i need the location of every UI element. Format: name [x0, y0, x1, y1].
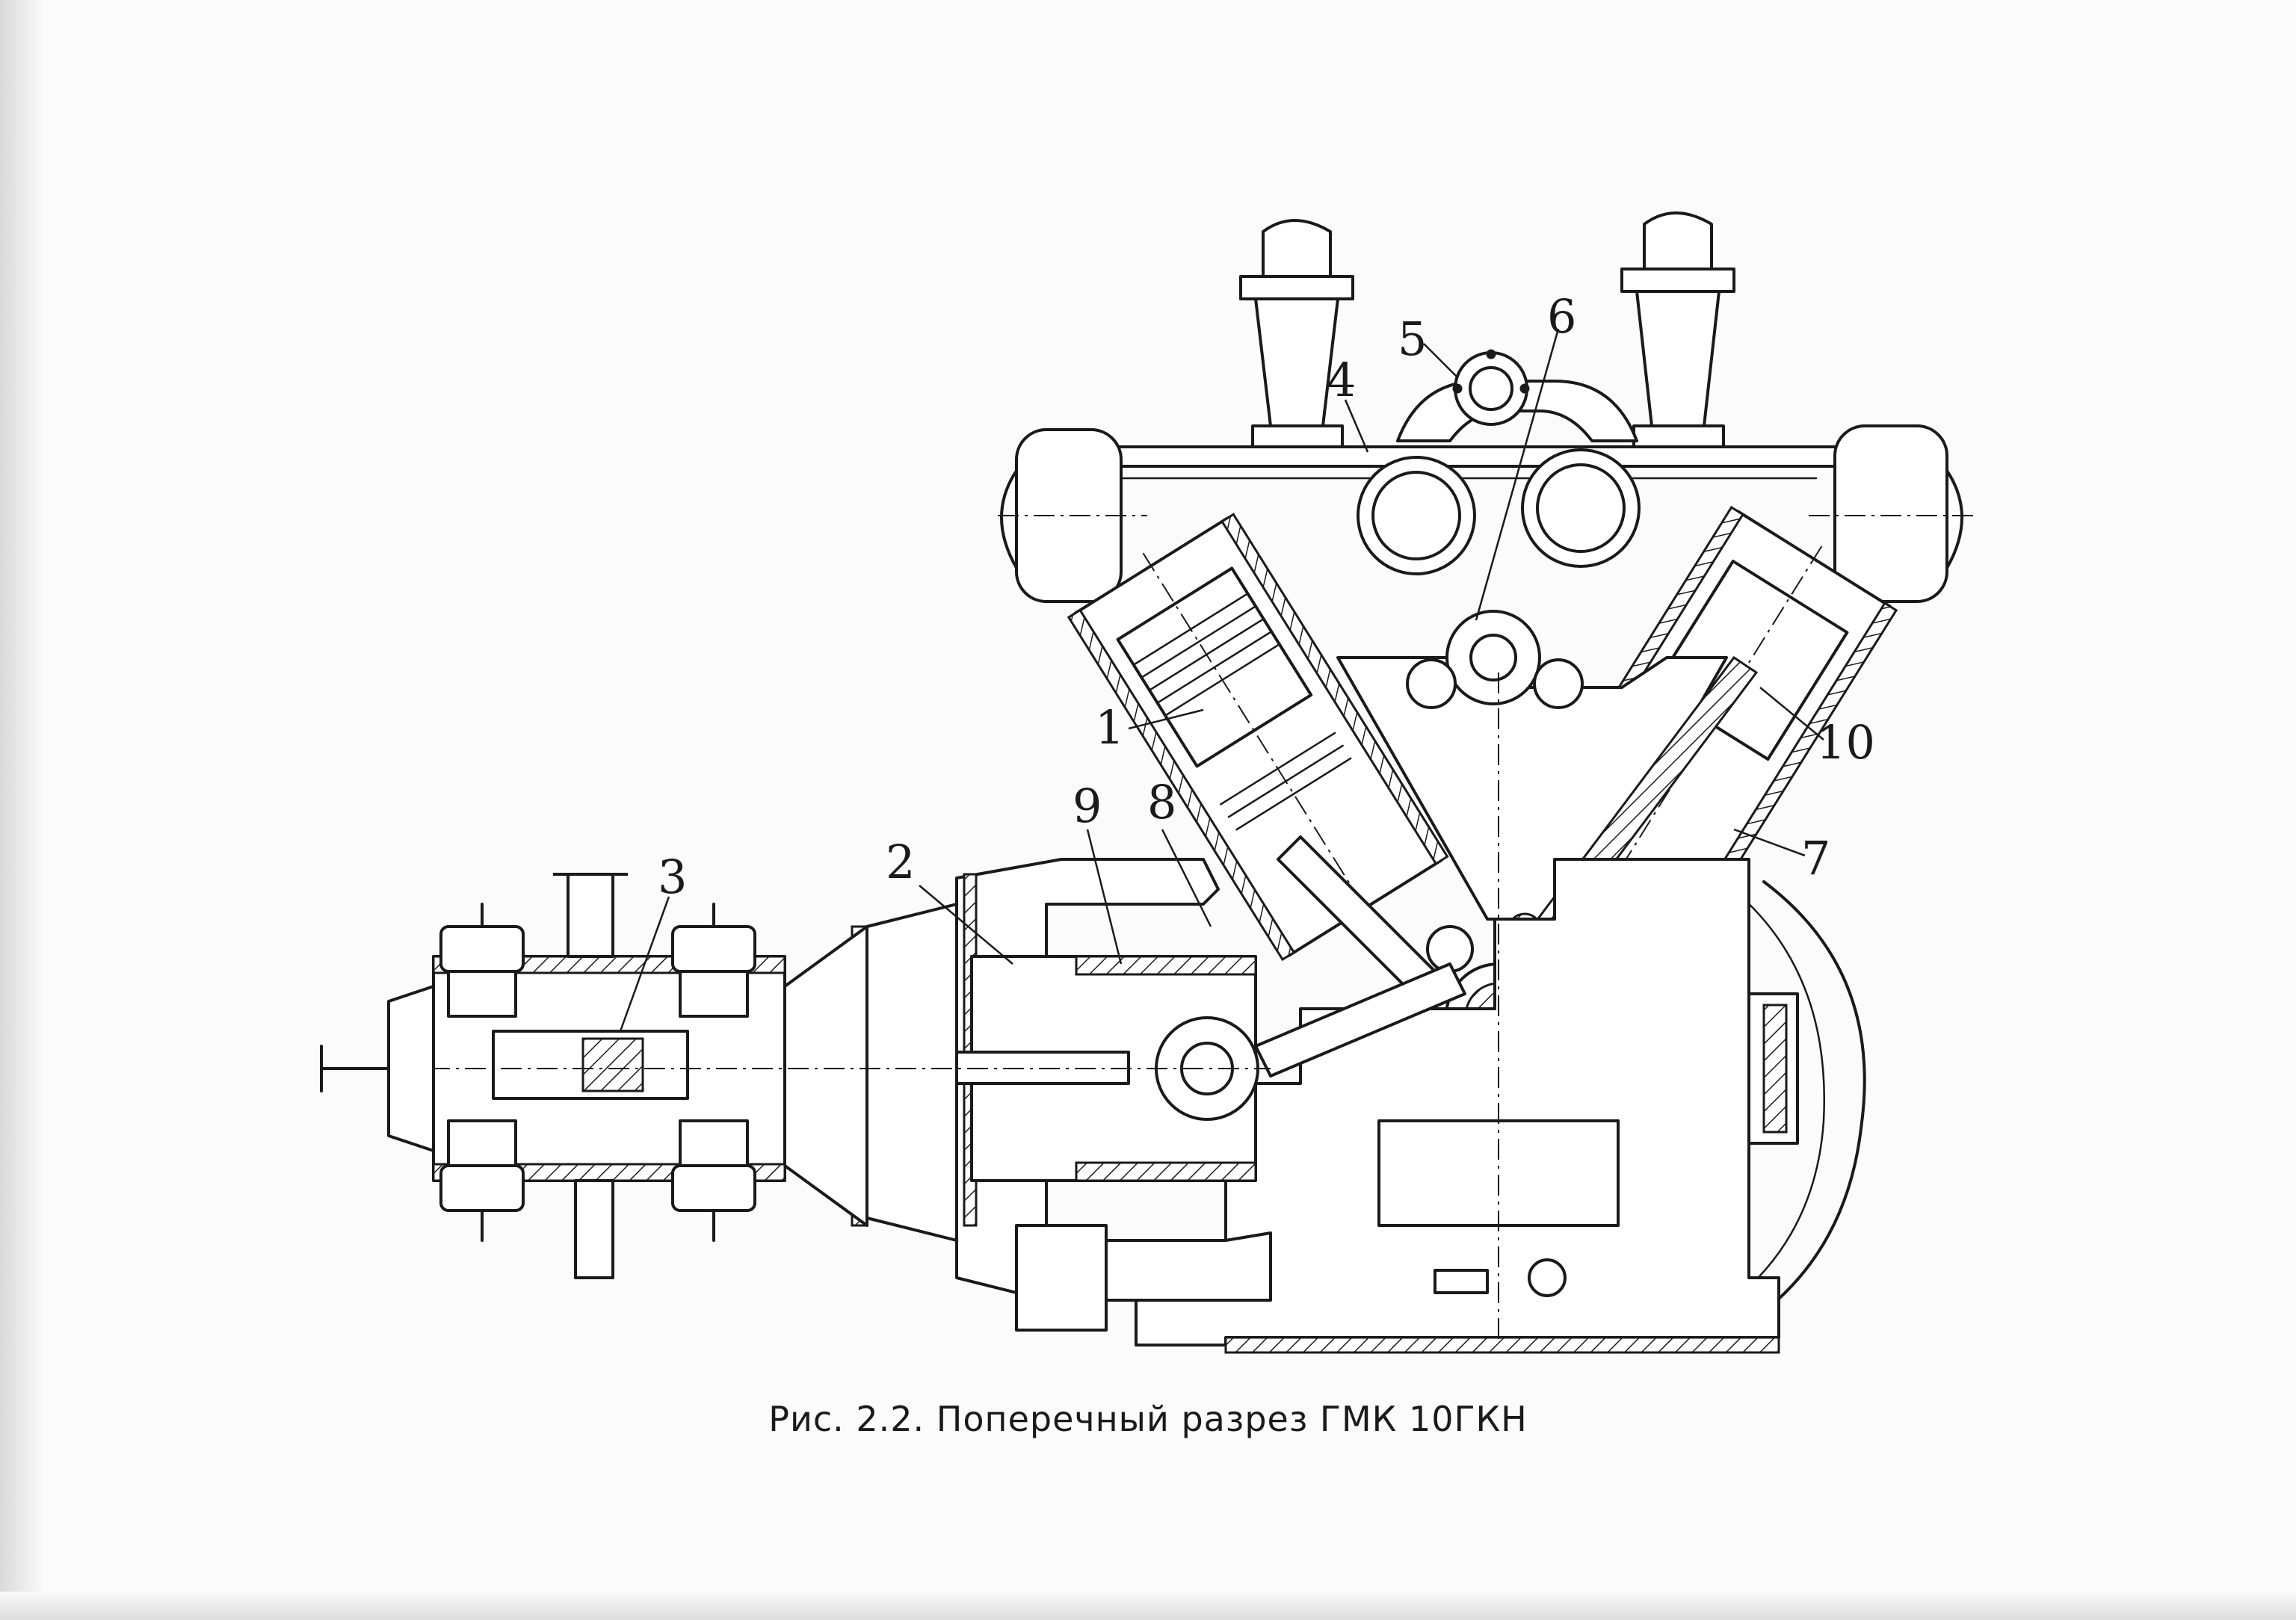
callout-3: 3	[658, 850, 687, 904]
scan-shadow-bottom	[0, 1592, 2296, 1620]
figure-caption: Рис. 2.2. Поперечный разрез ГМК 10ГКН	[768, 1399, 1528, 1439]
crosshead-rod	[1254, 962, 1466, 1078]
callout-4: 4	[1327, 353, 1356, 407]
side-drum-right	[1809, 424, 1973, 603]
top-manifold	[1396, 349, 1638, 442]
callout-1: 1	[1095, 700, 1124, 755]
exhaust-stack-right	[1620, 211, 1735, 450]
intake-pipe-right	[1521, 448, 1641, 568]
intake-pipe-left	[1357, 456, 1476, 575]
cylinder-left	[1067, 513, 1449, 962]
discharge-nozzle	[574, 1179, 614, 1279]
callout-9: 9	[1073, 779, 1102, 833]
lower-pipe	[1015, 1224, 1108, 1332]
callout-2: 2	[886, 835, 915, 889]
callout-5: 5	[1398, 312, 1427, 366]
crankcase-counterweight	[1377, 1119, 1620, 1227]
cylinder-head	[387, 985, 435, 1152]
compressor-valves	[439, 903, 756, 1242]
callout-8: 8	[1147, 775, 1176, 829]
exhaust-stack-left	[1239, 219, 1354, 450]
scan-shadow-left	[0, 0, 45, 1620]
side-drum-left	[998, 428, 1147, 603]
compressor-section	[320, 858, 1466, 1332]
callout-leaders	[619, 328, 1824, 1032]
engine-v-block	[998, 211, 1973, 1354]
crosshead	[1155, 1016, 1259, 1121]
callout-7: 7	[1801, 831, 1830, 885]
callout-6: 6	[1547, 289, 1576, 344]
distance-piece	[865, 903, 958, 1242]
gas-header-rail	[1075, 445, 1863, 468]
suction-nozzle	[567, 873, 614, 958]
callout-10: 10	[1816, 715, 1875, 770]
flywheel-arc	[1747, 880, 1866, 1324]
